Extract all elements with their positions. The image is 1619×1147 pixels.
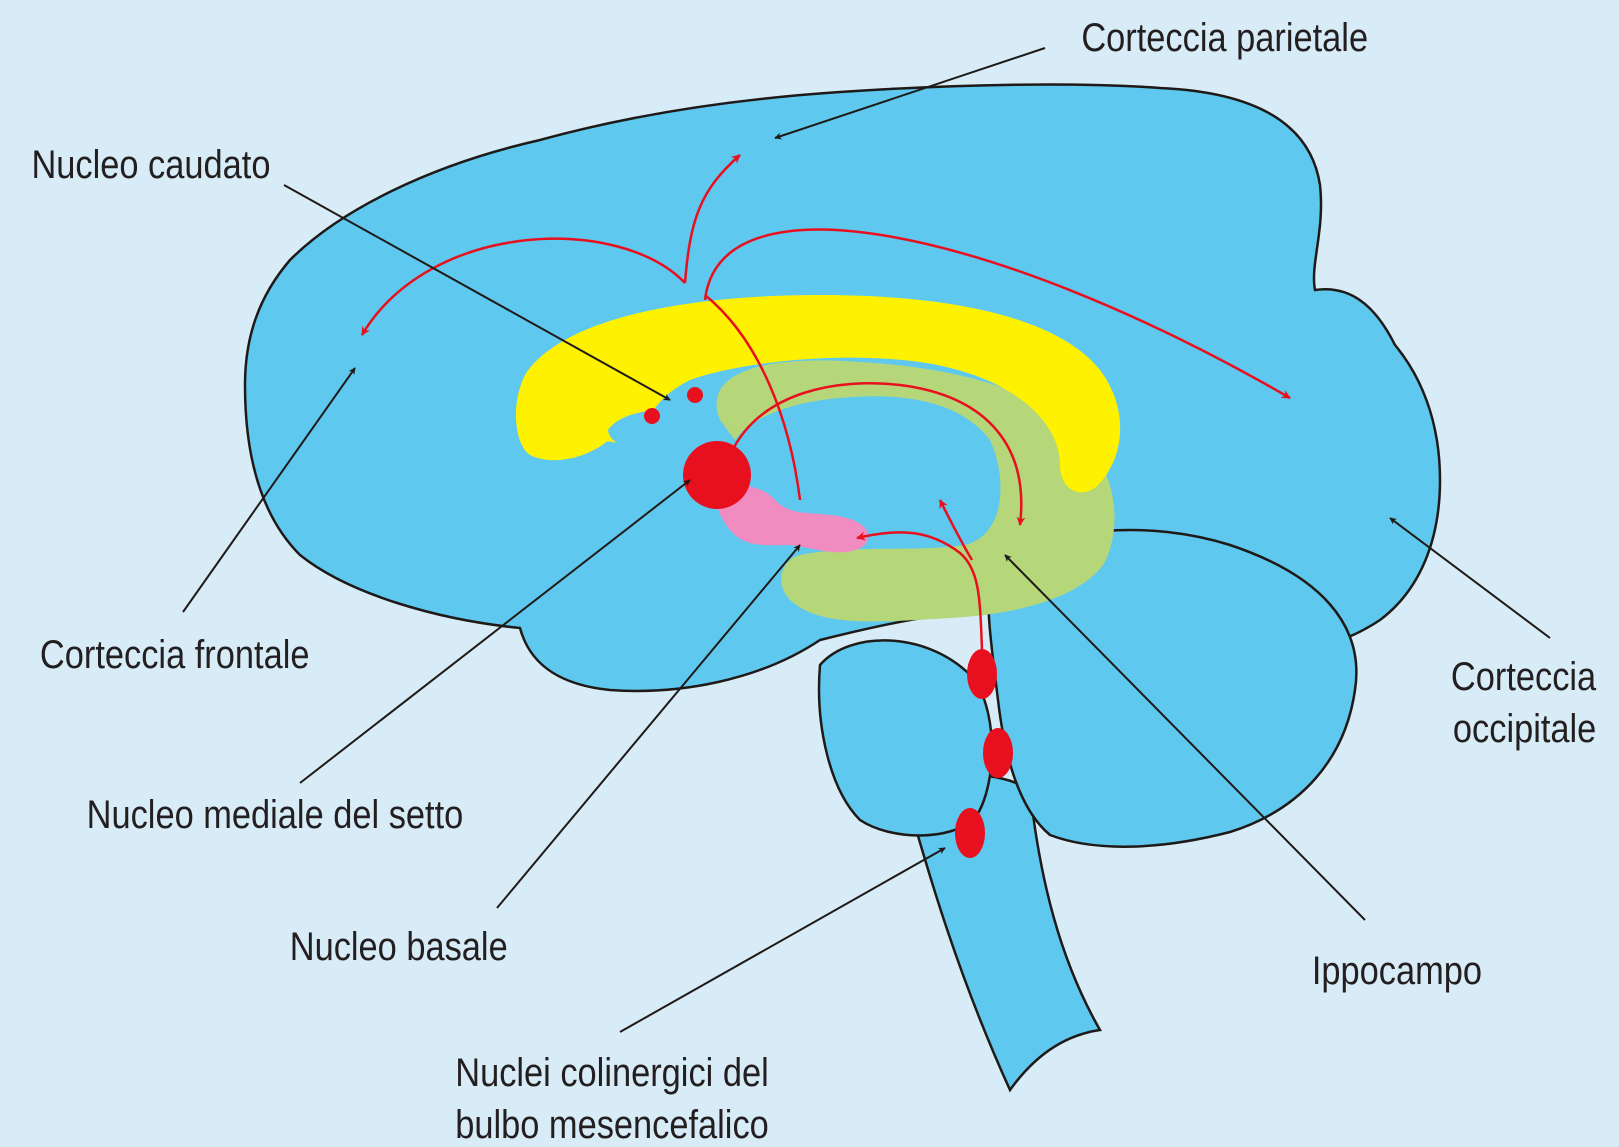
cholinergic-nucleus-2 [983,728,1013,778]
label-corteccia-occipitale-2: occipitale [1453,706,1596,751]
medial-septal-nucleus [683,441,751,509]
pons [819,640,992,835]
pointer-nuclei-colinergici [620,848,945,1032]
label-nucleo-caudato: Nucleo caudato [31,142,270,187]
caudate-dot-2 [644,408,660,424]
label-corteccia-occipitale-1: Corteccia [1451,654,1596,699]
cholinergic-nucleus-3 [955,808,985,858]
label-nuclei-colinergici-2: bulbo mesencefalico [455,1102,769,1147]
label-nucleo-basale: Nucleo basale [290,924,508,969]
label-nuclei-colinergici-1: Nuclei colinergici del [455,1050,769,1095]
caudate-dot-1 [687,387,703,403]
cholinergic-nucleus-1 [967,649,997,699]
label-nucleo-mediale-setto: Nucleo mediale del setto [87,792,464,837]
label-corteccia-parietale: Corteccia parietale [1081,15,1368,60]
label-ippocampo: Ippocampo [1312,948,1482,993]
label-corteccia-frontale: Corteccia frontale [40,632,310,677]
